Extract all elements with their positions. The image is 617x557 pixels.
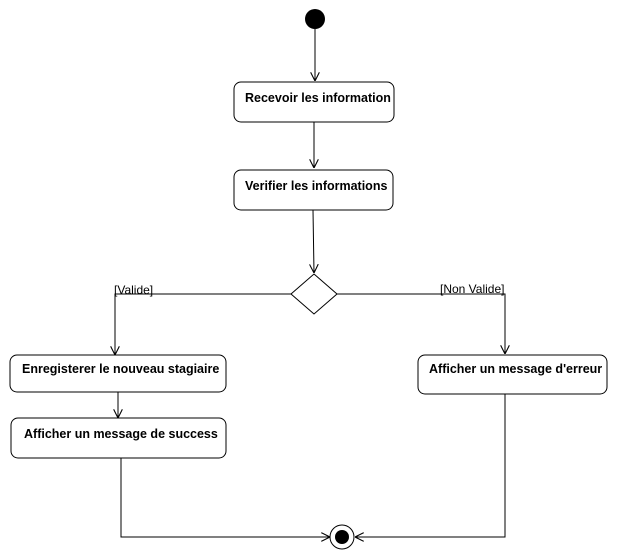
decision-node	[290, 273, 338, 315]
guard-valid: [Valide]	[114, 283, 153, 297]
activity-success: Afficher un message de success	[10, 417, 227, 459]
flow-decision-to-register	[115, 293, 291, 355]
activity-register-label: Enregisterer le nouveau stagiaire	[22, 362, 219, 376]
flow-decision-to-error	[337, 293, 505, 354]
activity-receive-label: Recevoir les information	[245, 91, 391, 105]
flow-verify-to-decision	[313, 209, 314, 273]
flow-error-to-final	[355, 394, 506, 537]
activity-receive: Recevoir les information	[233, 81, 395, 123]
activity-verify: Verifier les informations	[233, 169, 394, 211]
activity-register: Enregisterer le nouveau stagiaire	[9, 354, 227, 393]
guard-invalid: [Non Valide]	[440, 282, 504, 296]
activity-success-label: Afficher un message de success	[24, 427, 218, 441]
activity-verify-label: Verifier les informations	[245, 179, 387, 193]
final-node	[329, 524, 355, 550]
flow-success-to-final	[120, 458, 330, 537]
initial-node	[305, 9, 325, 29]
activity-error: Afficher un message d'erreur	[417, 354, 608, 395]
activity-error-label: Afficher un message d'erreur	[429, 362, 602, 376]
